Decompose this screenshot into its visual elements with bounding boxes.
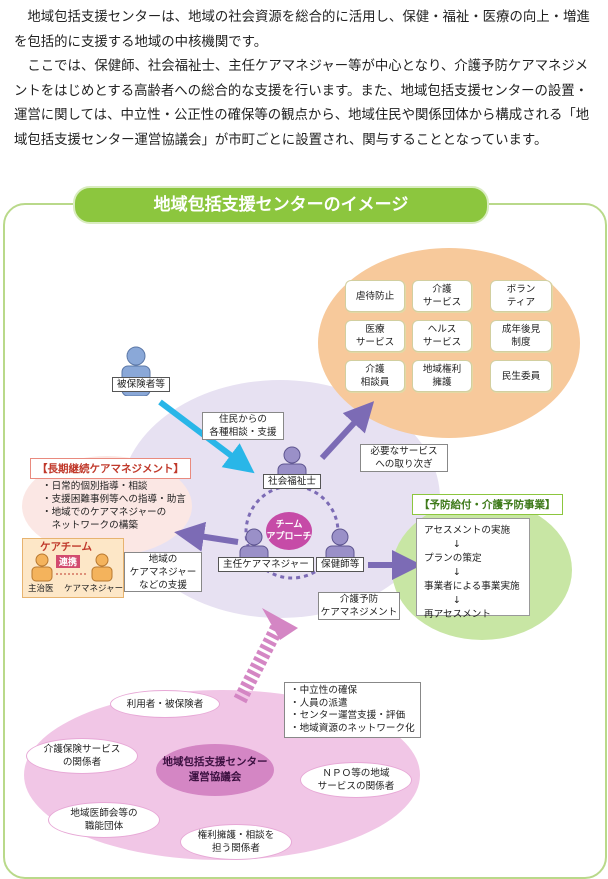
consult-note: 住民からの 各種相談・支援	[202, 412, 284, 440]
service-tile: 地域権利 擁護	[412, 360, 472, 392]
prevention-cm-note: 介護予防 ケアマネジメント	[318, 592, 400, 620]
service-tile: 虐待防止	[345, 280, 405, 312]
service-tile: 介護 相談員	[345, 360, 405, 392]
council-member: 地域医師会等の 職能団体	[48, 802, 160, 838]
public-health-nurse-label: 保健師等	[316, 557, 365, 572]
diagram-title: 地域包括支援センターのイメージ	[73, 186, 489, 224]
service-tile: ボラン ティア	[490, 280, 552, 312]
council-member: 権利擁護・相談を 担う関係者	[180, 824, 292, 860]
council-member: 利用者・被保険者	[110, 690, 220, 718]
intro-paragraph-2: ここでは、保健師、社会福祉士、主任ケアマネジャー等が中心となり、介護予防ケアマネ…	[14, 59, 590, 148]
council-member: 介護保険サービス の関係者	[26, 738, 138, 774]
council-member: ＮＰＯ等の地域 サービスの関係者	[300, 762, 412, 798]
service-tile: ヘルス サービス	[412, 320, 472, 352]
prevention-header: 【予防給付・介護予防事業】	[412, 494, 563, 515]
cm-support-note: 地域の ケアマネジャー などの支援	[124, 552, 202, 592]
insured-label: 被保険者等	[112, 377, 170, 392]
service-tile: 成年後見 制度	[490, 320, 552, 352]
coordination-note: 必要なサービス への取り次ぎ	[360, 444, 448, 472]
intro-text: 地域包括支援センターは、地域の社会資源を総合的に活用し、保健・福祉・医療の向上・…	[14, 6, 600, 153]
long-term-header: 【長期継続ケアマネジメント】	[30, 458, 191, 479]
care-team-link: 連携	[56, 555, 81, 568]
council-roles-note: ・中立性の確保 ・人員の派遣 ・センター運営支援・評価 ・地域資源のネットワーク…	[284, 682, 421, 738]
arrow-council-to-center	[233, 618, 287, 704]
arrow-to-long-term	[174, 521, 239, 552]
prevention-steps: アセスメントの実施 ↓ プランの策定 ↓ 事業者による事業実施 ↓ 再アセスメン…	[424, 525, 520, 620]
care-team-doctor: 主治医	[28, 584, 54, 594]
chief-care-manager-label: 主任ケアマネジャー	[218, 557, 314, 572]
service-tile: 介護 サービス	[412, 280, 472, 312]
team-approach-badge: チーム アプローチ	[266, 512, 312, 550]
prevention-steps-box	[416, 518, 530, 616]
service-tile: 民生委員	[490, 360, 552, 392]
social-worker-label: 社会福祉士	[263, 474, 321, 489]
long-term-items: ・日常的個別指導・相談 ・支援困難事例等への指導・助言 ・地域でのケアマネジャー…	[42, 481, 186, 531]
arrow-to-services	[319, 401, 375, 461]
arrow-council-head	[262, 608, 298, 640]
care-team-people-icon	[31, 553, 113, 582]
care-team-care-manager: ケアマネジャー	[64, 584, 124, 594]
care-team-title: ケアチーム	[40, 541, 92, 553]
service-tile: 医療 サービス	[345, 320, 405, 352]
council-name: 地域包括支援センター 運営協議会	[156, 744, 274, 796]
intro-paragraph-1: 地域包括支援センターは、地域の社会資源を総合的に活用し、保健・福祉・医療の向上・…	[14, 10, 590, 50]
